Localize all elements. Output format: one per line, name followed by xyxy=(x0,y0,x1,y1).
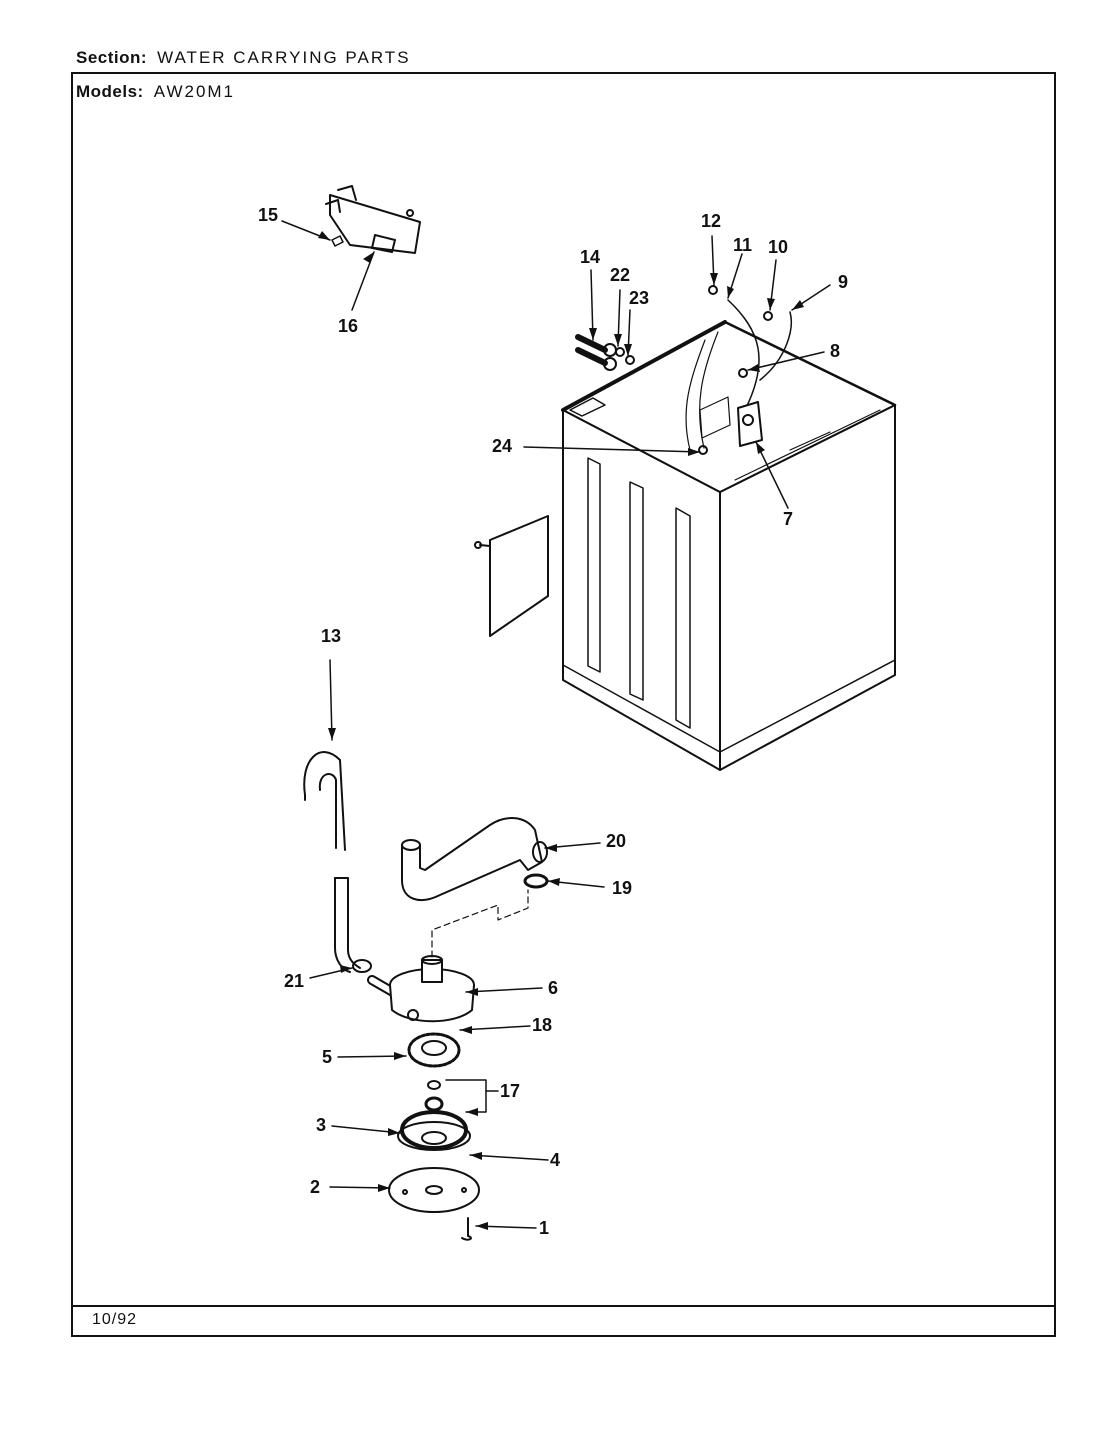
callout-22: 22 xyxy=(610,265,630,285)
callout-14: 14 xyxy=(580,247,600,267)
callout-21: 21 xyxy=(284,971,304,991)
fill-hose-assembly xyxy=(698,285,792,455)
callout-17: 17 xyxy=(500,1081,520,1101)
pump-assembly xyxy=(352,889,529,1241)
callout-18: 18 xyxy=(532,1015,552,1035)
section-label: Section: xyxy=(76,48,148,67)
models-value: AW20M1 xyxy=(153,82,236,101)
callout-numbers: 1 2 3 4 5 6 7 8 9 10 11 12 13 14 15 16 1… xyxy=(258,205,848,1238)
revision-date: 10/92 xyxy=(92,1311,138,1328)
callout-5: 5 xyxy=(322,1047,332,1067)
section-value: WATER CARRYING PARTS xyxy=(157,48,411,67)
section-header: Section: WATER CARRYING PARTS xyxy=(76,48,411,68)
callout-7: 7 xyxy=(783,509,793,529)
footer-divider xyxy=(71,1305,1056,1307)
leader-arrowheads xyxy=(318,231,804,1230)
callout-1: 1 xyxy=(539,1218,549,1238)
diagram-frame xyxy=(71,72,1056,1337)
callout-13: 13 xyxy=(321,626,341,646)
leader-lines xyxy=(281,220,831,1229)
callout-20: 20 xyxy=(606,831,626,851)
cabinet xyxy=(474,320,897,771)
models-header: Models: AW20M1 xyxy=(76,82,235,102)
callout-24: 24 xyxy=(492,436,512,456)
callout-12: 12 xyxy=(701,211,721,231)
callout-8: 8 xyxy=(830,341,840,361)
callout-2: 2 xyxy=(310,1177,320,1197)
drain-hose xyxy=(303,751,361,973)
callout-4: 4 xyxy=(550,1150,560,1170)
callout-11: 11 xyxy=(733,235,752,255)
callout-3: 3 xyxy=(316,1115,326,1135)
callout-10: 10 xyxy=(768,237,788,257)
callout-6: 6 xyxy=(548,978,558,998)
callout-9: 9 xyxy=(838,272,848,292)
inlet-hose-fittings xyxy=(575,334,635,371)
models-label: Models: xyxy=(76,82,144,101)
callout-16: 16 xyxy=(338,316,358,336)
callout-19: 19 xyxy=(612,878,632,898)
tub-pump-hose xyxy=(401,817,549,901)
bracket-part xyxy=(325,185,421,254)
callout-23: 23 xyxy=(629,288,649,308)
callout-15: 15 xyxy=(258,205,278,225)
